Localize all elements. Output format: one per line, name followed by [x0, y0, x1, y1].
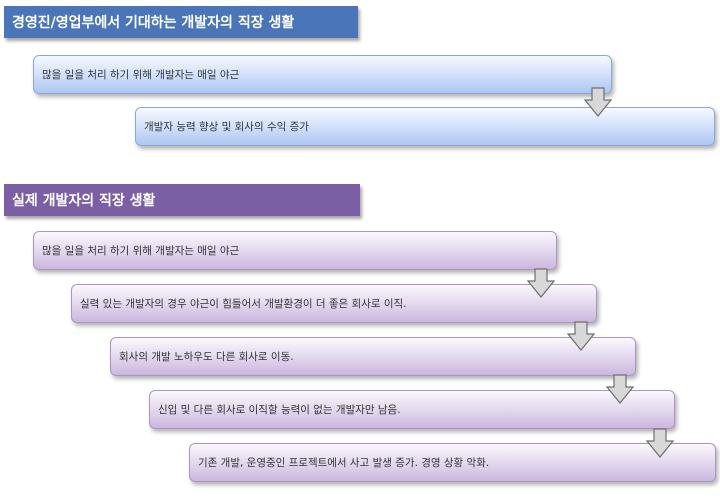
- step-text: 회사의 개발 노하우도 다른 회사로 이동.: [119, 351, 294, 363]
- step-text: 실력 있는 개발자의 경우 야근이 힘들어서 개발환경이 더 좋은 회사로 이직…: [80, 298, 407, 310]
- down-arrow-icon: [606, 374, 634, 404]
- section1-step-2: 개발자 능력 향상 및 회사의 수익 증가: [135, 107, 715, 146]
- step-text: 신입 및 다른 회사로 이직할 능력이 없는 개발자만 남음.: [158, 404, 401, 416]
- section2-title: 실제 개발자의 직장 생활: [12, 193, 156, 209]
- section2-step-2: 실력 있는 개발자의 경우 야근이 힘들어서 개발환경이 더 좋은 회사로 이직…: [71, 284, 597, 323]
- down-arrow-icon: [646, 428, 674, 458]
- section2-header: 실제 개발자의 직장 생활: [4, 184, 360, 216]
- down-arrow-icon: [567, 321, 595, 351]
- down-arrow-icon: [584, 87, 612, 117]
- section1-title: 경영진/영업부에서 기대하는 개발자의 직장 생활: [12, 15, 295, 31]
- section2-step-1: 많을 일을 처리 하기 위해 개발자는 매일 야근: [33, 231, 557, 270]
- down-arrow-icon: [527, 268, 555, 298]
- section2-step-3: 회사의 개발 노하우도 다른 회사로 이동.: [110, 337, 636, 376]
- step-text: 개발자 능력 향상 및 회사의 수익 증가: [144, 121, 309, 133]
- step-text: 많을 일을 처리 하기 위해 개발자는 매일 야근: [42, 69, 240, 81]
- section1-step-1: 많을 일을 처리 하기 위해 개발자는 매일 야근: [33, 55, 612, 94]
- section2-step-4: 신입 및 다른 회사로 이직할 능력이 없는 개발자만 남음.: [149, 390, 675, 429]
- section1-header: 경영진/영업부에서 기대하는 개발자의 직장 생활: [4, 6, 358, 38]
- step-text: 많을 일을 처리 하기 위해 개발자는 매일 야근: [42, 245, 240, 257]
- section2-step-5: 기존 개발, 운영중인 프로젝트에서 사고 발생 증가. 경영 상황 악화.: [189, 443, 716, 482]
- step-text: 기존 개발, 운영중인 프로젝트에서 사고 발생 증가. 경영 상황 악화.: [198, 457, 490, 469]
